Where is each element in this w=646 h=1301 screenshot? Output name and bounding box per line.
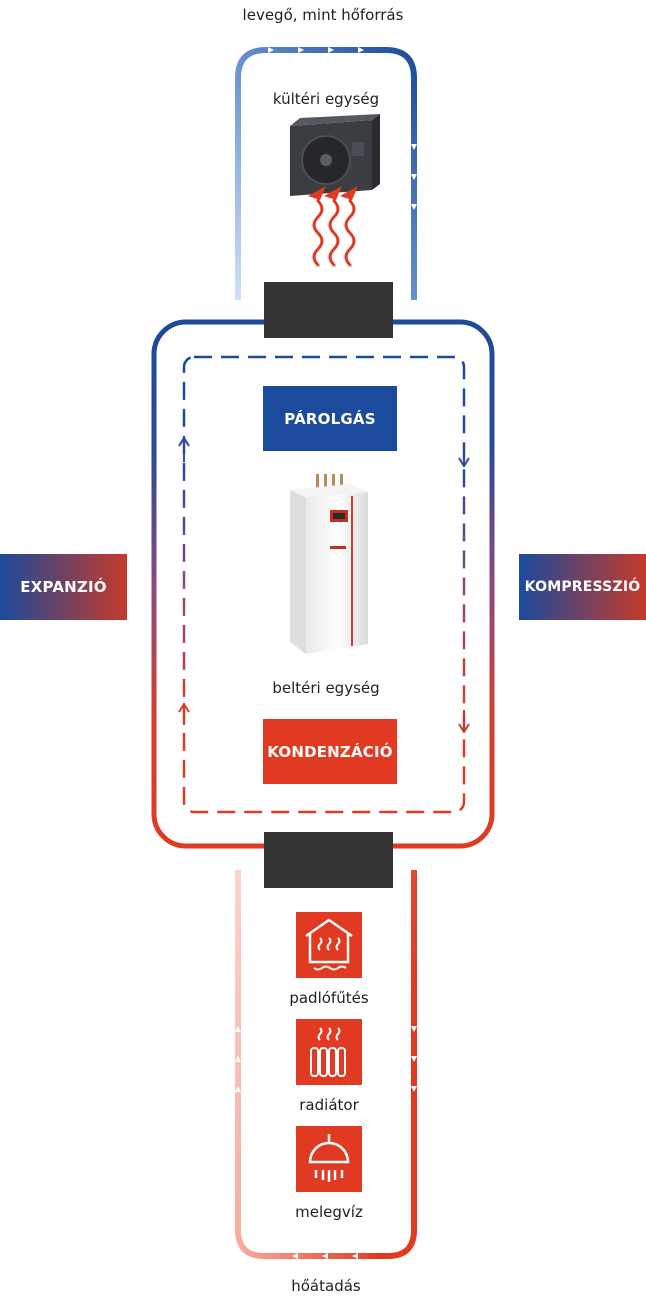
evaporation-box bbox=[263, 386, 397, 451]
heat-wave-arrows bbox=[312, 188, 356, 267]
expansion-box bbox=[0, 554, 127, 620]
bottom-loop-arrows bbox=[235, 1026, 417, 1259]
condensation-box bbox=[263, 719, 397, 784]
shower-icon bbox=[296, 1126, 362, 1192]
inner-loop-arrows bbox=[178, 436, 470, 734]
outdoor-unit-image bbox=[290, 114, 380, 196]
hot-water-label: melegvíz bbox=[295, 1203, 363, 1221]
radiator-icon bbox=[296, 1019, 362, 1085]
top-loop-arrows bbox=[268, 47, 417, 210]
lower-heat-exchanger bbox=[264, 832, 393, 888]
indoor-unit-label: beltéri egység bbox=[272, 679, 380, 697]
indoor-unit-image bbox=[290, 474, 368, 654]
radiator-label: radiátor bbox=[299, 1096, 359, 1114]
expansion-stage-label: EXPANZIÓ bbox=[20, 578, 107, 596]
air-source-label: levegő, mint hőforrás bbox=[242, 6, 404, 24]
outdoor-unit-label: kültéri egység bbox=[272, 90, 380, 108]
evaporation-stage-label: PÁROLGÁS bbox=[284, 409, 376, 428]
floor-heating-label: padlófűtés bbox=[289, 989, 369, 1007]
outdoor-loop bbox=[235, 47, 417, 300]
inner-dashed-loop bbox=[182, 355, 466, 814]
compression-box bbox=[519, 554, 646, 620]
upper-heat-exchanger bbox=[264, 282, 393, 338]
compression-stage-label: KOMPRESSZIÓ bbox=[524, 579, 641, 595]
house-floor-heating-icon bbox=[296, 912, 362, 978]
condensation-stage-label: KONDENZÁCIÓ bbox=[267, 742, 393, 761]
heat-transfer-label: hőátadás bbox=[291, 1277, 361, 1295]
heat-arrowheads bbox=[308, 186, 358, 200]
